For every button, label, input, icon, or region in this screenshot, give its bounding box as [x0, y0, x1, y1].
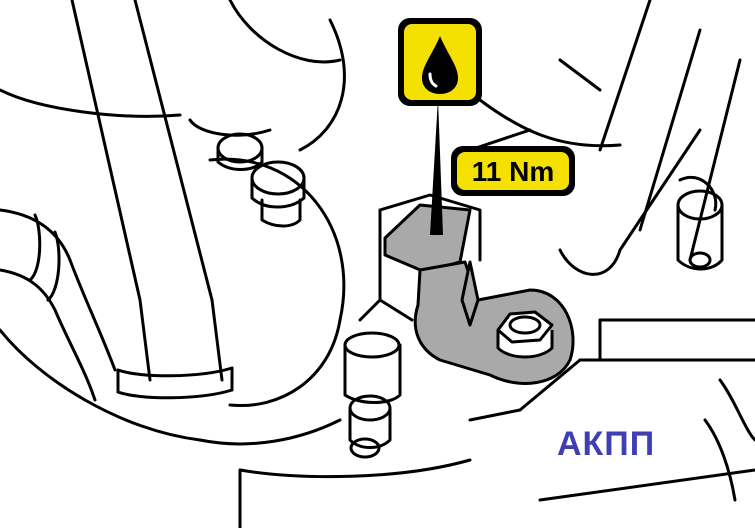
bolt-lower [343, 331, 402, 459]
torque-callout: 11 Nm [451, 146, 575, 196]
torque-label: 11 Nm [472, 156, 555, 187]
left-hose [0, 208, 117, 402]
bolt-upper [216, 132, 306, 228]
transmission-case [238, 318, 755, 528]
leader-line [430, 98, 443, 235]
pump-housing [0, 157, 346, 446]
upper-housing [0, 0, 346, 152]
right-bracket [558, 0, 742, 276]
lever-bolt [496, 310, 554, 359]
selector-shaft-housing [358, 193, 482, 322]
vertical-pipe [70, 0, 234, 400]
component-label: АКПП [557, 425, 656, 463]
oil-callout [398, 18, 482, 106]
top-right-housing [468, 58, 622, 152]
